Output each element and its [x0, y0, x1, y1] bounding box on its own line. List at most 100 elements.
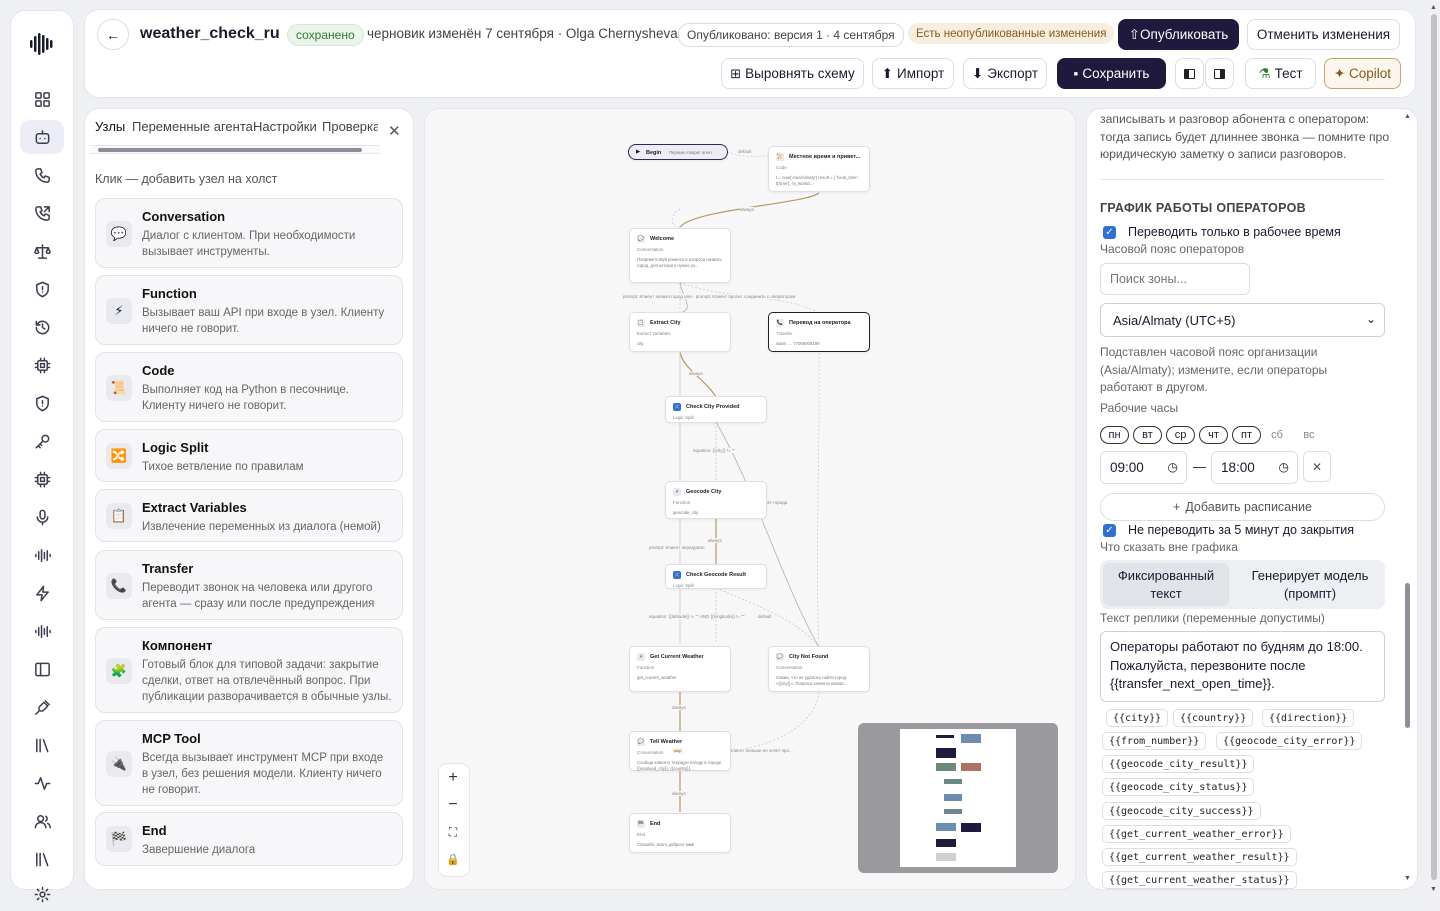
activity-icon[interactable] — [20, 766, 64, 800]
variable-chip[interactable]: {{geocode_city_success}} — [1102, 802, 1261, 820]
add-schedule-button[interactable]: +Добавить расписание — [1100, 493, 1385, 521]
waveform-icon[interactable] — [20, 538, 64, 572]
lightning-icon[interactable] — [20, 576, 64, 610]
variable-chip[interactable]: {{country}} — [1173, 709, 1254, 727]
test-button[interactable]: ⚗Тест — [1245, 58, 1316, 89]
only-working-hours-checkbox[interactable]: ✓ — [1103, 226, 1116, 239]
no-transfer-before-close-checkbox[interactable]: ✓ — [1103, 524, 1116, 537]
settings-gear-icon[interactable] — [20, 877, 64, 911]
scrollbar-thumb[interactable] — [98, 148, 362, 152]
seg-generate-prompt[interactable]: Генерирует модель (промпт) — [1251, 567, 1369, 601]
key-icon[interactable] — [20, 424, 64, 458]
bot-icon[interactable] — [20, 120, 64, 154]
begin-node[interactable]: ▶ Begin Первым говорит агент — [628, 144, 728, 160]
remove-schedule-button[interactable]: ✕ — [1303, 451, 1331, 482]
align-layout-button[interactable]: ⊞Выровнять схему — [721, 58, 864, 89]
copilot-button[interactable]: ✦ Copilot — [1324, 58, 1401, 89]
variable-chip[interactable]: {{city}} — [1106, 709, 1169, 727]
tabs-scrollbar[interactable] — [90, 145, 380, 154]
reply-textarea[interactable]: Операторы работают по будням до 18:00. П… — [1100, 631, 1385, 702]
export-button[interactable]: ⬇Экспорт — [963, 58, 1047, 89]
scales-icon[interactable] — [20, 234, 64, 268]
day-toggle-mon[interactable]: пн — [1100, 426, 1129, 444]
save-button[interactable]: ▪Сохранить — [1057, 58, 1166, 89]
phone-icon[interactable] — [20, 158, 64, 192]
window-scrollbar[interactable]: ▲ ▼ — [1428, 0, 1440, 900]
variable-chip[interactable]: {{get_current_weather_result}} — [1102, 848, 1297, 866]
flow-canvas[interactable]: ▶ Begin Первым говорит агент default 📜Ме… — [425, 109, 1075, 889]
library-icon[interactable] — [20, 728, 64, 762]
variable-chip[interactable]: {{get_current_weather_error}} — [1102, 825, 1291, 843]
plug-icon[interactable] — [20, 690, 64, 724]
tab-validation[interactable]: Проверка — [322, 119, 378, 134]
tab-agent-variables[interactable]: Переменные агента — [132, 119, 253, 134]
tab-settings[interactable]: Настройки — [253, 119, 317, 134]
variable-chip[interactable]: {{geocode_city_result}} — [1102, 755, 1255, 773]
day-toggle-fri[interactable]: пт — [1232, 426, 1261, 444]
toggle-left-panel-button[interactable] — [1175, 58, 1204, 89]
day-toggle-thu[interactable]: чт — [1199, 426, 1228, 444]
back-button[interactable]: ← — [97, 19, 129, 50]
users-icon[interactable] — [20, 804, 64, 838]
day-toggle-sat[interactable]: сб — [1271, 429, 1283, 441]
scrollbar-thumb[interactable] — [1431, 14, 1437, 880]
variable-chip[interactable]: {{get_current_weather_status}} — [1102, 871, 1297, 889]
audio-bars-icon[interactable] — [20, 614, 64, 648]
dashboard-icon[interactable] — [20, 82, 64, 116]
time-to-input[interactable]: 18:00◷ — [1211, 451, 1298, 484]
publish-button[interactable]: ⇧Опубликовать — [1118, 19, 1239, 50]
close-icon[interactable]: ✕ — [388, 123, 401, 140]
minimap[interactable] — [858, 723, 1058, 873]
shield-icon[interactable] — [20, 272, 64, 306]
cpu-icon[interactable] — [20, 462, 64, 496]
variable-chip[interactable]: {{from_number}} — [1102, 732, 1207, 750]
zoom-out-button[interactable]: − — [448, 796, 458, 813]
microphone-icon[interactable] — [20, 500, 64, 534]
lock-icon[interactable]: 🔒 — [446, 853, 460, 866]
time-from-input[interactable]: 09:00◷ — [1100, 451, 1187, 484]
seg-fixed-text[interactable]: Фиксированный текст — [1103, 563, 1229, 606]
discard-changes-button[interactable]: Отменить изменения — [1247, 19, 1400, 50]
books-icon[interactable] — [20, 842, 64, 876]
day-toggle-tue[interactable]: вт — [1133, 426, 1162, 444]
sidebar-layout-icon[interactable] — [20, 652, 64, 686]
fit-view-icon[interactable]: ⛶ — [448, 824, 458, 839]
variable-chip[interactable]: {{geocode_city_error}} — [1216, 732, 1363, 750]
chip-icon[interactable] — [20, 348, 64, 382]
import-button[interactable]: ⬆Импорт — [872, 58, 954, 89]
tab-nodes[interactable]: Узлы — [95, 119, 126, 134]
toggle-right-panel-button[interactable] — [1205, 58, 1234, 89]
variable-chip[interactable]: {{direction}} — [1262, 709, 1355, 727]
panel-scrollbar[interactable]: ▲ ▼ — [1403, 113, 1413, 883]
variable-chip[interactable]: {{geocode_city_status}} — [1102, 778, 1255, 796]
day-toggle-wed[interactable]: ср — [1166, 426, 1195, 444]
phone-outgoing-icon[interactable] — [20, 196, 64, 230]
scrollbar-thumb[interactable] — [1405, 583, 1410, 728]
tz-select[interactable]: Asia/Almaty (UTC+5) ⌄ — [1100, 303, 1385, 337]
zoom-in-button[interactable]: + — [448, 769, 458, 786]
shield-alert-icon[interactable] — [20, 386, 64, 420]
tz-search-input[interactable] — [1100, 263, 1250, 295]
history-icon[interactable] — [20, 310, 64, 344]
day-toggle-sun[interactable]: вс — [1303, 429, 1315, 441]
